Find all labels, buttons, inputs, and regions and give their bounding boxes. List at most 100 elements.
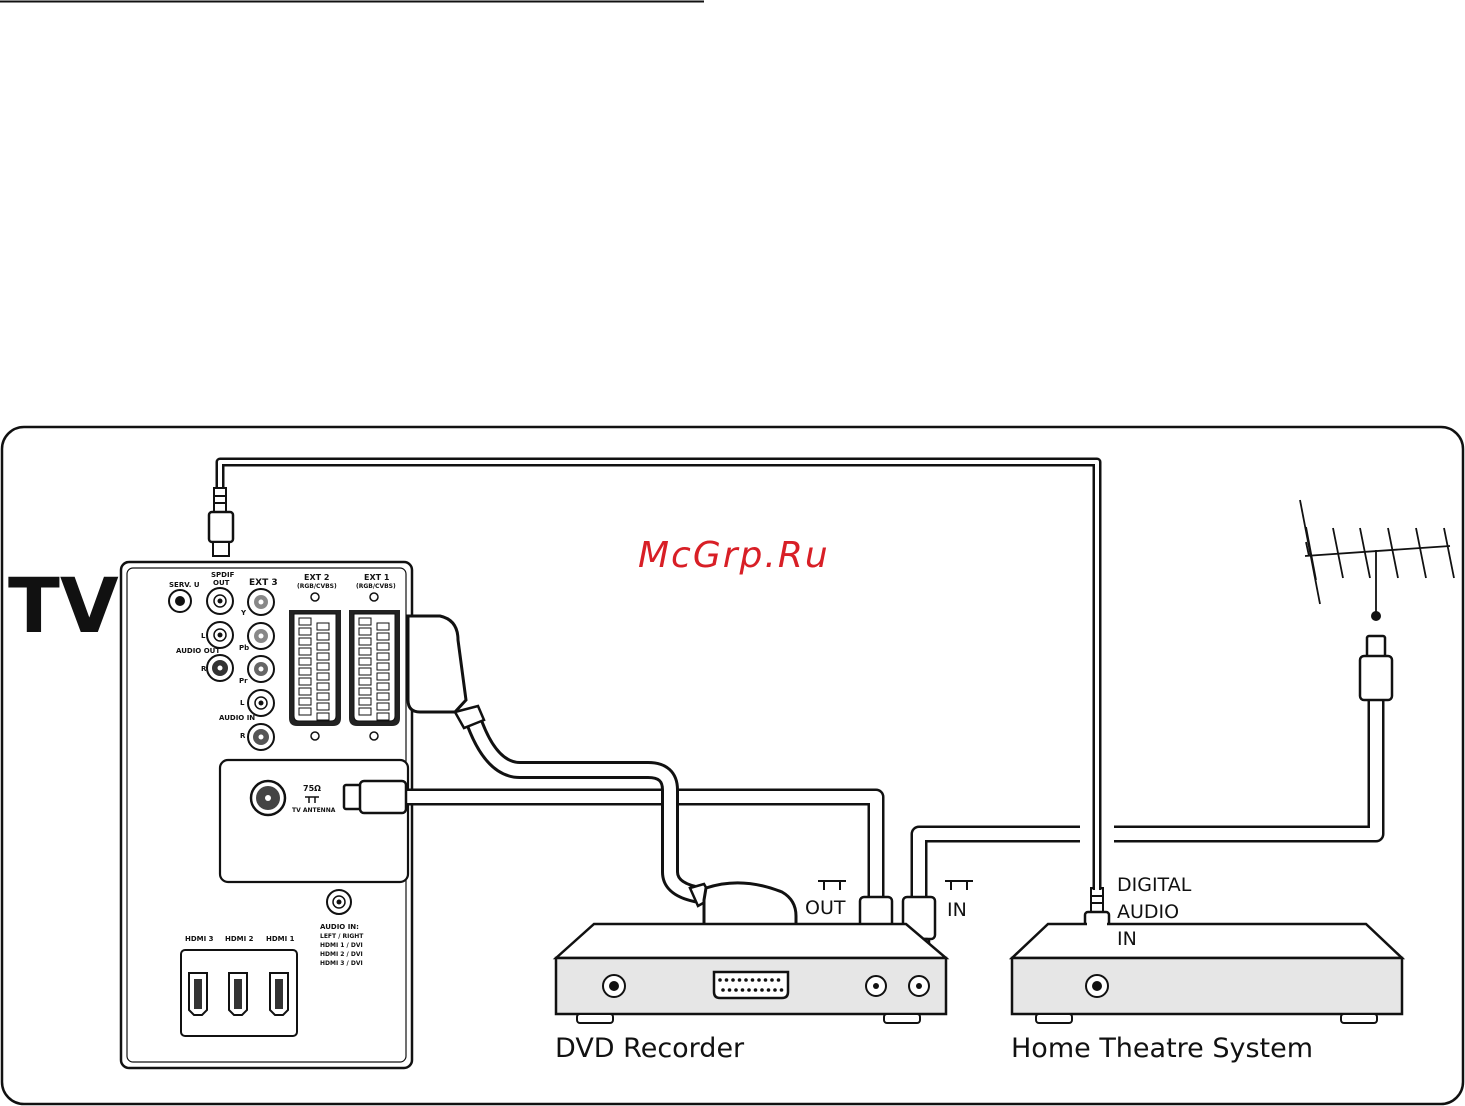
audio-in-l-jack[interactable] [248, 690, 274, 716]
hts-input-line-2: AUDIO [1117, 901, 1179, 923]
y-label: Y [240, 609, 247, 617]
outdoor-antenna-icon [1300, 500, 1454, 614]
hts-plug-mask [1087, 922, 1107, 928]
scart-pin [317, 623, 329, 630]
scart-pin [377, 693, 389, 700]
scart-pin [359, 678, 371, 685]
scart-pin [754, 988, 758, 992]
ext3-y-jack[interactable] [248, 589, 274, 615]
audio-out-l-jack[interactable] [207, 622, 233, 648]
audio-out-label: AUDIO OUT [176, 647, 220, 655]
hts-input-line-1: DIGITAL [1117, 874, 1192, 896]
scart-pin [299, 628, 311, 635]
hdmi-audio-in-jack[interactable] [327, 890, 351, 914]
scart-pin [299, 638, 311, 645]
hdmi2-port[interactable] [229, 973, 247, 1015]
scart-pin [317, 673, 329, 680]
hdmi1-label: HDMI 1 [266, 935, 295, 943]
tv-antenna-socket[interactable] [251, 781, 285, 815]
scart-pin [757, 978, 761, 982]
scart-pin [731, 978, 735, 982]
scart-pin [773, 988, 777, 992]
pr-label: Pr [239, 677, 248, 685]
antenna-plug-outdoor [1360, 636, 1392, 700]
scart-pin [317, 633, 329, 640]
scart-pin [377, 663, 389, 670]
audio-out-r-jack[interactable] [207, 655, 233, 681]
in-antenna-symbol-icon [945, 881, 973, 890]
spdif-out-jack[interactable] [207, 588, 233, 614]
dvd-antenna-out-socket[interactable] [866, 976, 886, 996]
home-theatre-label: Home Theatre System [1011, 1033, 1313, 1064]
hts-digital-audio-in-jack[interactable] [1086, 975, 1108, 997]
scart-pin [728, 988, 732, 992]
spdif-plug-tv [209, 488, 233, 556]
scart-pin [747, 988, 751, 992]
scart-pin [760, 988, 764, 992]
scart-pin [767, 988, 771, 992]
ext3-label: EXT 3 [249, 578, 278, 588]
home-theatre-system [1012, 924, 1402, 1023]
scart-pin [359, 658, 371, 665]
hdmi1-port[interactable] [270, 973, 288, 1015]
scart-pin [299, 688, 311, 695]
scart-pin [718, 978, 722, 982]
out-antenna-symbol-icon [818, 881, 846, 890]
audio-out-l-label: L [201, 632, 206, 640]
scart-pin [751, 978, 755, 982]
hdmi-audio-in-line-2: LEFT / RIGHT [320, 933, 364, 940]
ext1-label: EXT 1 [364, 573, 390, 582]
scart-pin [741, 988, 745, 992]
scart-pin [738, 978, 742, 982]
scart-pin [317, 703, 329, 710]
dvd-scart-socket[interactable] [714, 972, 788, 998]
scart-pin [359, 708, 371, 715]
scart-pin [359, 668, 371, 675]
scart-pin [780, 988, 784, 992]
scart-pin [359, 618, 371, 625]
hts-input-line-3: IN [1117, 928, 1137, 950]
ext1-sub-label: (RGB/CVBS) [356, 583, 396, 590]
scart-pin [377, 643, 389, 650]
scart-pin [359, 628, 371, 635]
ext2-sub-label: (RGB/CVBS) [297, 583, 337, 590]
dvd-recorder-label: DVD Recorder [555, 1033, 745, 1064]
scart-pin [764, 978, 768, 982]
scart-pin [377, 673, 389, 680]
hdmi3-label: HDMI 3 [185, 935, 214, 943]
scart-pin [299, 648, 311, 655]
antenna-plug-tv [344, 781, 406, 813]
serv-u-jack[interactable] [169, 590, 191, 612]
scart-pin [359, 688, 371, 695]
scart-pin [317, 643, 329, 650]
ext1-scart-socket[interactable] [349, 593, 400, 740]
scart-pin [299, 668, 311, 675]
hdmi-audio-in-line-3: HDMI 1 / DVI [320, 942, 363, 949]
ext3-pb-jack[interactable] [248, 623, 274, 649]
scart-pin [359, 638, 371, 645]
antenna-in-cable [919, 700, 1376, 900]
dvd-out-label: OUT [805, 897, 846, 919]
dvd-antenna-in-socket[interactable] [909, 976, 929, 996]
scart-pin [317, 663, 329, 670]
scart-pin [377, 713, 389, 720]
scart-pin [299, 678, 311, 685]
antenna-out-cable [400, 797, 876, 900]
scart-pin [725, 978, 729, 982]
ohm-label: 75Ω [303, 784, 321, 793]
scart-pin [377, 683, 389, 690]
watermark: McGrp.Ru [638, 535, 830, 576]
antenna-feed-point [1371, 611, 1381, 621]
scart-pin [770, 978, 774, 982]
scart-pin [721, 988, 725, 992]
ext2-scart-socket[interactable] [289, 593, 341, 740]
hdmi3-port[interactable] [189, 973, 207, 1015]
audio-in-r-jack[interactable] [248, 724, 274, 750]
dvd-front-jack[interactable] [603, 975, 625, 997]
tv-antenna-label: TV ANTENNA [292, 807, 336, 814]
scart-pin [377, 623, 389, 630]
scart-pin [299, 698, 311, 705]
ext3-pr-jack[interactable] [248, 656, 274, 682]
serv-u-label: SERV. U [169, 581, 200, 589]
